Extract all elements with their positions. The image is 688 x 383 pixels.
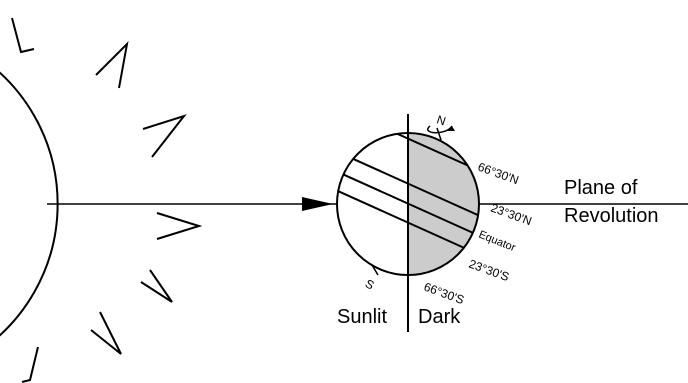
sun-ray-4 xyxy=(156,212,203,240)
rotation-arrowhead xyxy=(447,126,455,131)
south-pole-tick xyxy=(371,264,379,276)
north-label: N xyxy=(435,112,448,128)
sun-rays xyxy=(11,17,203,383)
arrow-head xyxy=(302,197,333,211)
sun-ray-6 xyxy=(90,311,122,355)
sun-ray-3 xyxy=(142,114,187,158)
sun-ray-2 xyxy=(95,41,129,89)
tropic-of-capricorn-label: 23°30'S xyxy=(467,257,511,284)
sun-ray-1 xyxy=(11,17,35,54)
tropic-of-cancer-label: 23°30'N xyxy=(489,201,534,229)
arctic-circle-label: 66°30'N xyxy=(476,160,521,188)
north-pole-tick xyxy=(436,127,442,141)
south-label: S xyxy=(363,276,377,292)
dark-label: Dark xyxy=(418,306,461,328)
plane-label: Plane of xyxy=(564,177,638,199)
revolution-label: Revolution xyxy=(564,205,659,227)
antarctic-circle-label: 66°30'S xyxy=(422,280,466,307)
equator-line xyxy=(337,163,479,246)
sunlit-label: Sunlit xyxy=(337,306,387,328)
earth xyxy=(336,132,480,276)
sun-ray-5 xyxy=(140,269,173,303)
sun-ray-7 xyxy=(21,346,39,383)
equator-label: Equator xyxy=(477,229,518,255)
